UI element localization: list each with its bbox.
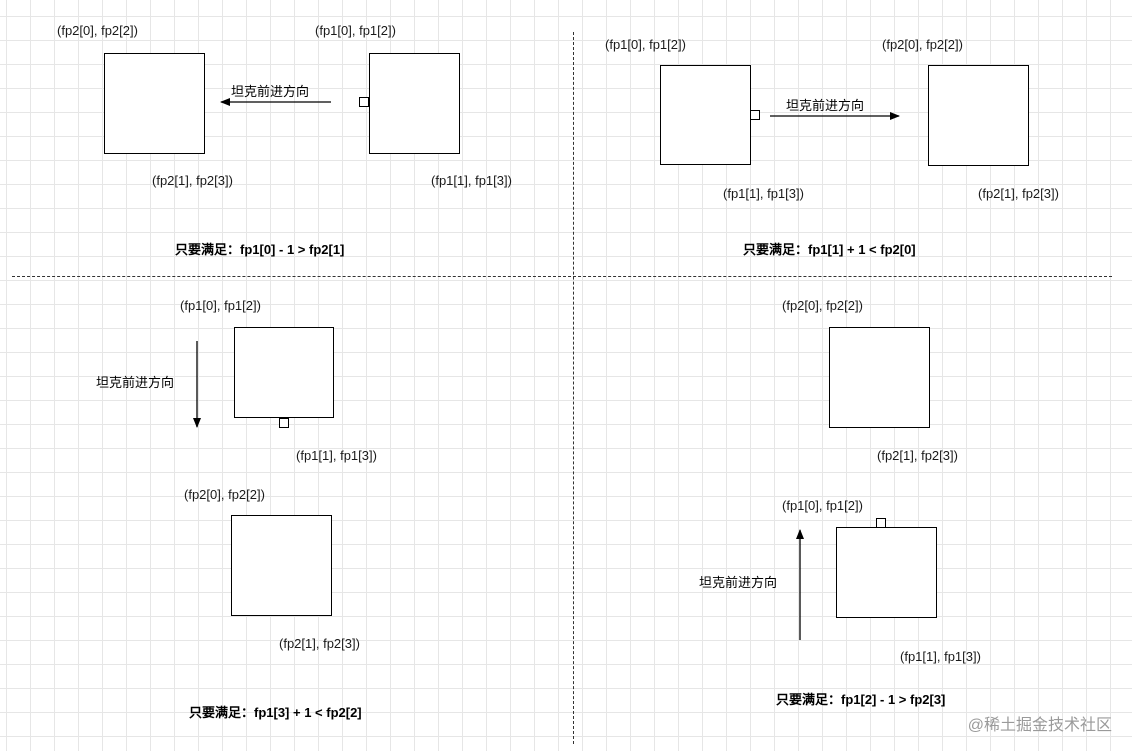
q2-condition: 只要满足：fp1[1] + 1 < fp2[0]: [743, 242, 916, 257]
q2-fp2-top-label: (fp2[0], fp2[2]): [882, 37, 963, 52]
vertical-separator: [573, 32, 574, 744]
q1-fp2-box: [104, 53, 205, 154]
q2-fp2-box: [928, 65, 1029, 166]
q4-fp1-top-label: (fp1[0], fp1[2]): [782, 498, 863, 513]
q3-fp2-box: [231, 515, 332, 616]
q3-fp2-top-label: (fp2[0], fp2[2]): [184, 487, 265, 502]
q3-condition: 只要满足：fp1[3] + 1 < fp2[2]: [189, 705, 362, 720]
q3-fp1-bottom-label: (fp1[1], fp1[3]): [296, 448, 377, 463]
q2-fp1-bottom-label: (fp1[1], fp1[3]): [723, 186, 804, 201]
q1-tank-muzzle: [359, 97, 369, 107]
q1-condition: 只要满足：fp1[0] - 1 > fp2[1]: [175, 242, 345, 257]
q1-fp2-top-label: (fp2[0], fp2[2]): [57, 23, 138, 38]
q4-direction-label: 坦克前进方向: [699, 575, 778, 590]
q4-fp2-top-label: (fp2[0], fp2[2]): [782, 298, 863, 313]
horizontal-separator: [12, 276, 1112, 277]
q1-fp2-bottom-label: (fp2[1], fp2[3]): [152, 173, 233, 188]
watermark: @稀土掘金技术社区: [967, 717, 1112, 734]
q1-fp1-top-label: (fp1[0], fp1[2]): [315, 23, 396, 38]
q1-direction-label: 坦克前进方向: [231, 84, 310, 99]
q2-fp1-box: [660, 65, 751, 165]
q3-direction-label: 坦克前进方向: [96, 375, 175, 390]
q2-fp2-bottom-label: (fp2[1], fp2[3]): [978, 186, 1059, 201]
q3-fp1-top-label: (fp1[0], fp1[2]): [180, 298, 261, 313]
q3-fp1-box: [234, 327, 334, 418]
q3-tank-muzzle: [279, 418, 289, 428]
q4-fp2-box: [829, 327, 930, 428]
q4-condition: 只要满足：fp1[2] - 1 > fp2[3]: [776, 692, 946, 707]
q2-direction-label: 坦克前进方向: [786, 98, 865, 113]
q3-fp2-bottom-label: (fp2[1], fp2[3]): [279, 636, 360, 651]
q1-fp1-bottom-label: (fp1[1], fp1[3]): [431, 173, 512, 188]
q2-fp1-top-label: (fp1[0], fp1[2]): [605, 37, 686, 52]
q4-fp1-bottom-label: (fp1[1], fp1[3]): [900, 649, 981, 664]
q1-fp1-box: [369, 53, 460, 154]
q2-tank-muzzle: [750, 110, 760, 120]
q4-fp2-bottom-label: (fp2[1], fp2[3]): [877, 448, 958, 463]
q4-fp1-box: [836, 527, 937, 618]
